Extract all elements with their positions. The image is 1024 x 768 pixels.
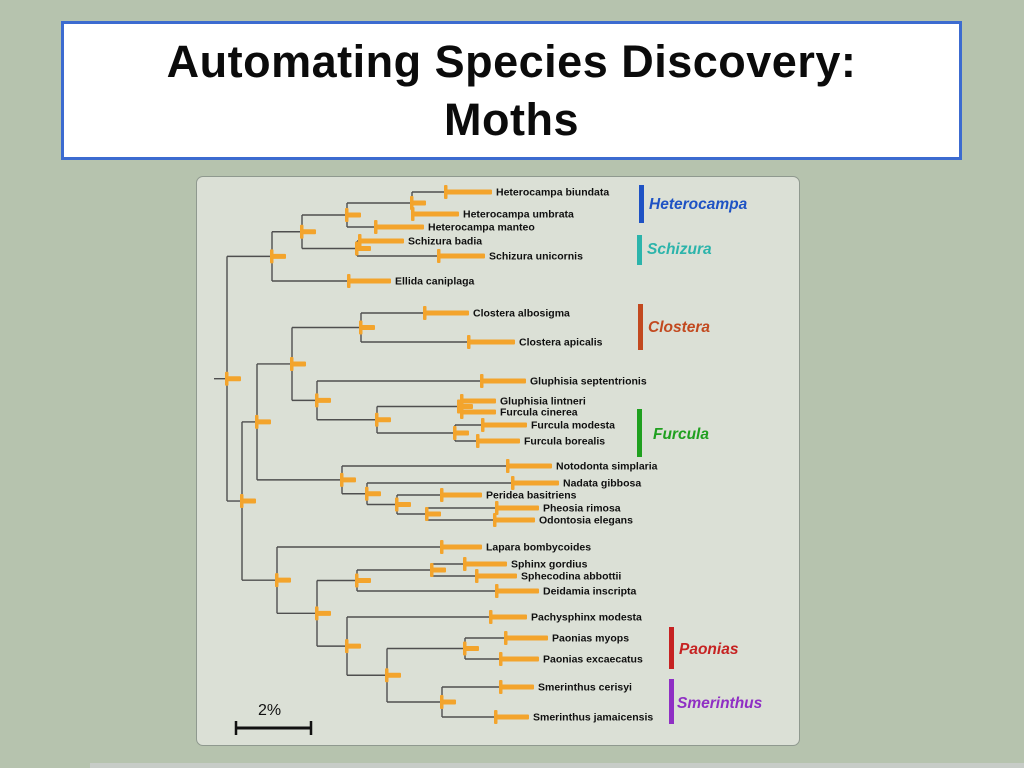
genus-label-furcula: Furcula — [653, 426, 709, 443]
title-box: Automating Species Discovery: Moths — [61, 21, 962, 160]
genus-bar-smerinthus — [669, 679, 674, 724]
species-label: Gluphisia septentrionis — [530, 376, 647, 388]
scale-bar: 2% — [234, 702, 313, 735]
genus-label-clostera: Clostera — [648, 319, 710, 336]
species-label: Sphecodina abbottii — [521, 571, 621, 583]
tree-branches — [214, 191, 515, 718]
species-label: Deidamia inscripta — [543, 586, 637, 598]
genus-label-paonias: Paonias — [679, 641, 739, 658]
node-age-markers — [225, 185, 559, 724]
species-label: Gluphisia lintneri — [500, 396, 586, 408]
species-label: Schizura badia — [408, 236, 482, 248]
species-label: Smerinthus cerisyi — [538, 682, 632, 694]
genus-bar-paonias — [669, 627, 674, 669]
species-label: Smerinthus jamaicensis — [533, 712, 653, 724]
species-label: Heterocampa biundata — [496, 187, 609, 199]
species-label: Notodonta simplaria — [556, 461, 658, 473]
genus-annotations: HeterocampaSchizuraClosteraFurculaPaonia… — [637, 185, 763, 724]
species-label: Paonias myops — [552, 633, 629, 645]
species-label: Nadata gibbosa — [563, 478, 641, 490]
species-label: Lapara bombycoides — [486, 542, 591, 554]
species-label: Paonias excaecatus — [543, 654, 643, 666]
species-label: Ellida caniplaga — [395, 276, 475, 288]
species-label: Furcula modesta — [531, 420, 615, 432]
genus-label-smerinthus: Smerinthus — [677, 695, 763, 712]
species-label: Heterocampa umbrata — [463, 209, 574, 221]
species-label: Odontosia elegans — [539, 515, 633, 527]
species-label: Clostera albosigma — [473, 308, 570, 320]
species-label: Furcula borealis — [524, 436, 605, 448]
species-label: Clostera apicalis — [519, 337, 603, 349]
slide-title-line-2: Moths — [444, 93, 579, 145]
genus-bar-heterocampa — [639, 185, 644, 223]
genus-bar-clostera — [638, 304, 643, 350]
slide-title-line-1: Automating Species Discovery: — [166, 35, 857, 87]
species-label: Pachysphinx modesta — [531, 612, 642, 624]
bottom-edge-strip — [90, 763, 1024, 768]
species-label: Heterocampa manteo — [428, 222, 535, 234]
genus-bar-furcula — [637, 409, 642, 457]
species-label: Sphinx gordius — [511, 559, 588, 571]
genus-label-heterocampa: Heterocampa — [649, 196, 748, 213]
species-label: Furcula cinerea — [500, 407, 578, 419]
genus-bar-schizura — [637, 235, 642, 265]
species-label: Schizura unicornis — [489, 251, 583, 263]
scale-bar-label: 2% — [258, 702, 281, 719]
genus-label-schizura: Schizura — [647, 241, 712, 258]
species-label: Pheosia rimosa — [543, 503, 621, 515]
species-label: Peridea basitriens — [486, 490, 577, 502]
